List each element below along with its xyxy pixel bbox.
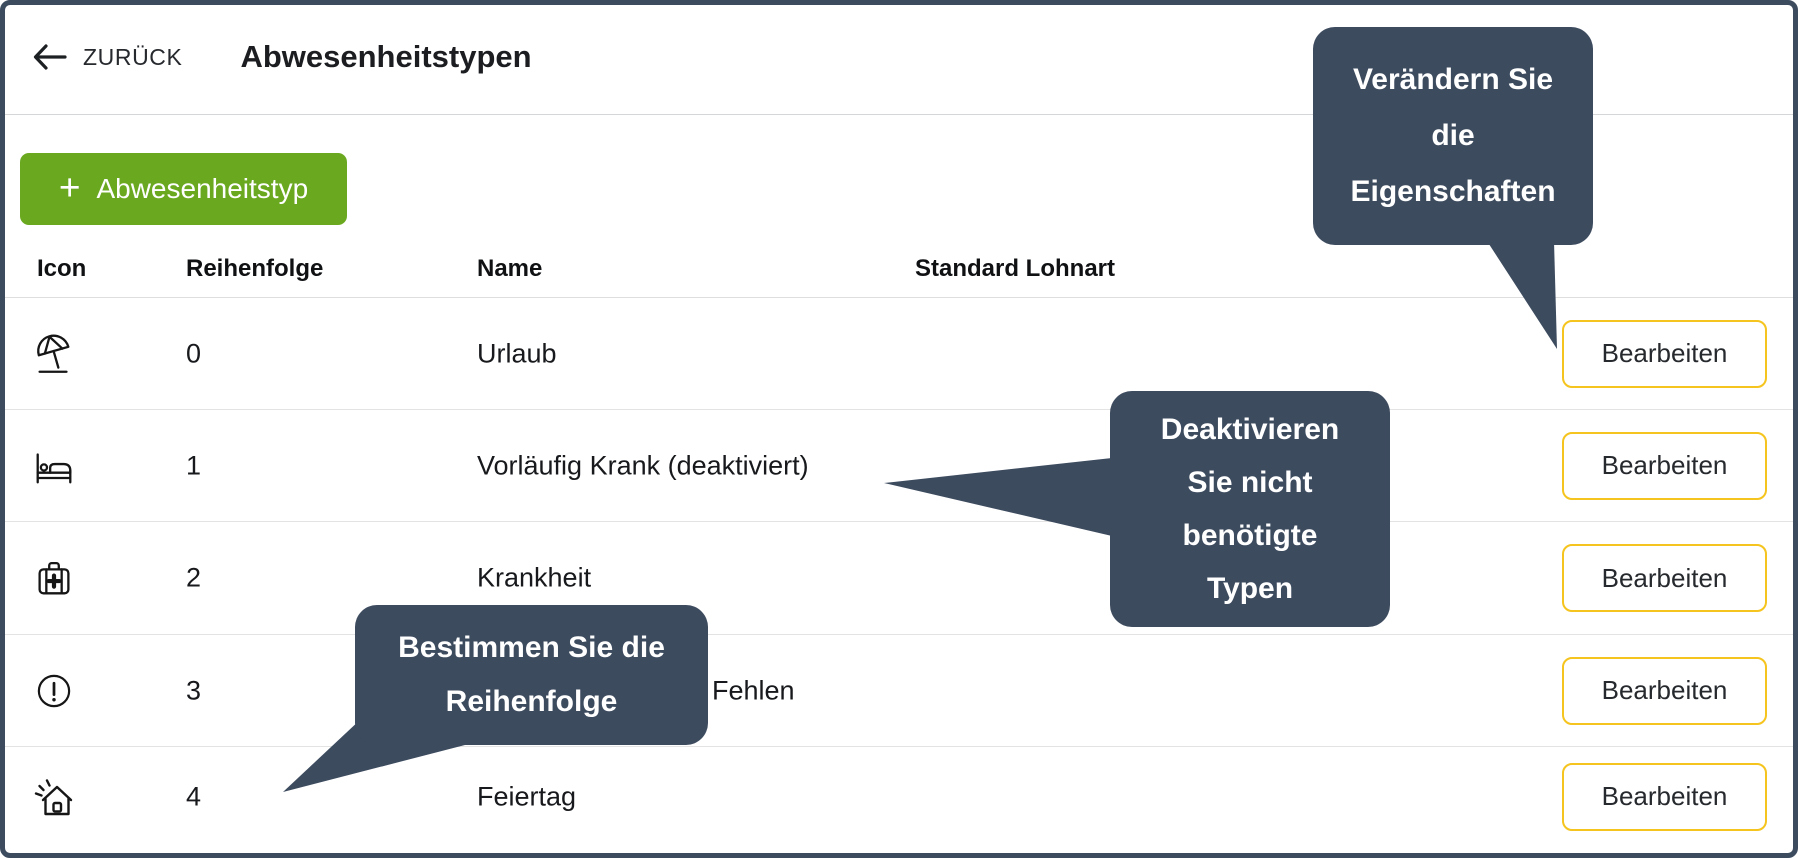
back-button-label: ZURÜCK	[83, 43, 183, 70]
holiday-home-icon	[30, 773, 78, 821]
table-row: 0 Urlaub Bearbeiten	[0, 298, 1798, 410]
back-arrow-icon	[32, 43, 68, 71]
tooltip-line: Reihenfolge	[445, 685, 618, 718]
table-row: 3 Fehlen Bearbeiten	[0, 635, 1798, 747]
order-value: 4	[186, 781, 202, 811]
order-value: 0	[186, 338, 202, 368]
bed-icon	[30, 442, 78, 490]
table-header-row: Icon Reihenfolge Name Standard Lohnart	[0, 240, 1798, 298]
table-row: 1 Vorläufig Krank (deaktiviert) Bearbeit…	[0, 410, 1798, 522]
edit-button[interactable]: Bearbeiten	[1562, 544, 1767, 612]
absence-type-name: Krankheit	[477, 562, 592, 593]
column-header-standard-lohnart: Standard Lohnart	[915, 254, 1116, 282]
tooltip-line: benötigte	[1182, 519, 1318, 552]
add-absence-type-label: Abwesenheitstyp	[96, 173, 309, 204]
add-absence-type-button[interactable]: + Abwesenheitstyp	[20, 153, 347, 225]
tooltip-deaktivieren: Deaktivieren Sie nicht benötigte Typen	[1110, 391, 1390, 627]
page-title: Abwesenheitstypen	[240, 39, 532, 74]
column-header-reihenfolge: Reihenfolge	[186, 254, 324, 282]
order-value: 3	[186, 675, 202, 705]
tooltip-line: Typen	[1206, 572, 1294, 605]
tooltip-line: Sie nicht	[1187, 466, 1313, 499]
edit-button[interactable]: Bearbeiten	[1562, 762, 1767, 831]
back-button[interactable]: ZURÜCK	[32, 43, 182, 71]
tooltip-eigenschaften: Verändern Sie die Eigenschaften	[1313, 27, 1593, 245]
order-value: 1	[186, 450, 202, 480]
column-header-icon: Icon	[37, 254, 87, 282]
order-value: 2	[186, 562, 202, 593]
table-row: 2 Krankheit Bearbeiten	[0, 522, 1798, 635]
absence-type-name: Fehlen	[712, 675, 795, 705]
tooltip-reihenfolge: Bestimmen Sie die Reihenfolge	[355, 605, 708, 745]
plus-icon: +	[58, 167, 81, 208]
tooltip-line: die	[1431, 119, 1475, 152]
absence-type-name: Feiertag	[477, 781, 577, 811]
tooltip-line: Eigenschaften	[1350, 175, 1556, 208]
tooltip-line: Deaktivieren	[1160, 413, 1340, 446]
beach-umbrella-icon	[30, 330, 78, 378]
first-aid-kit-icon	[30, 554, 78, 602]
tooltip-line: Bestimmen Sie die	[398, 631, 665, 664]
tooltip-line: Verändern Sie	[1352, 63, 1554, 96]
absence-type-name: Urlaub	[477, 338, 557, 368]
table-row: 4 Feiertag Bearbeiten	[0, 747, 1798, 846]
edit-button[interactable]: Bearbeiten	[1562, 656, 1767, 725]
alert-circle-icon	[30, 667, 78, 715]
absence-type-name: Vorläufig Krank (deaktiviert)	[477, 450, 809, 480]
edit-button[interactable]: Bearbeiten	[1562, 319, 1767, 388]
column-header-name: Name	[477, 254, 543, 282]
edit-button[interactable]: Bearbeiten	[1562, 431, 1767, 500]
